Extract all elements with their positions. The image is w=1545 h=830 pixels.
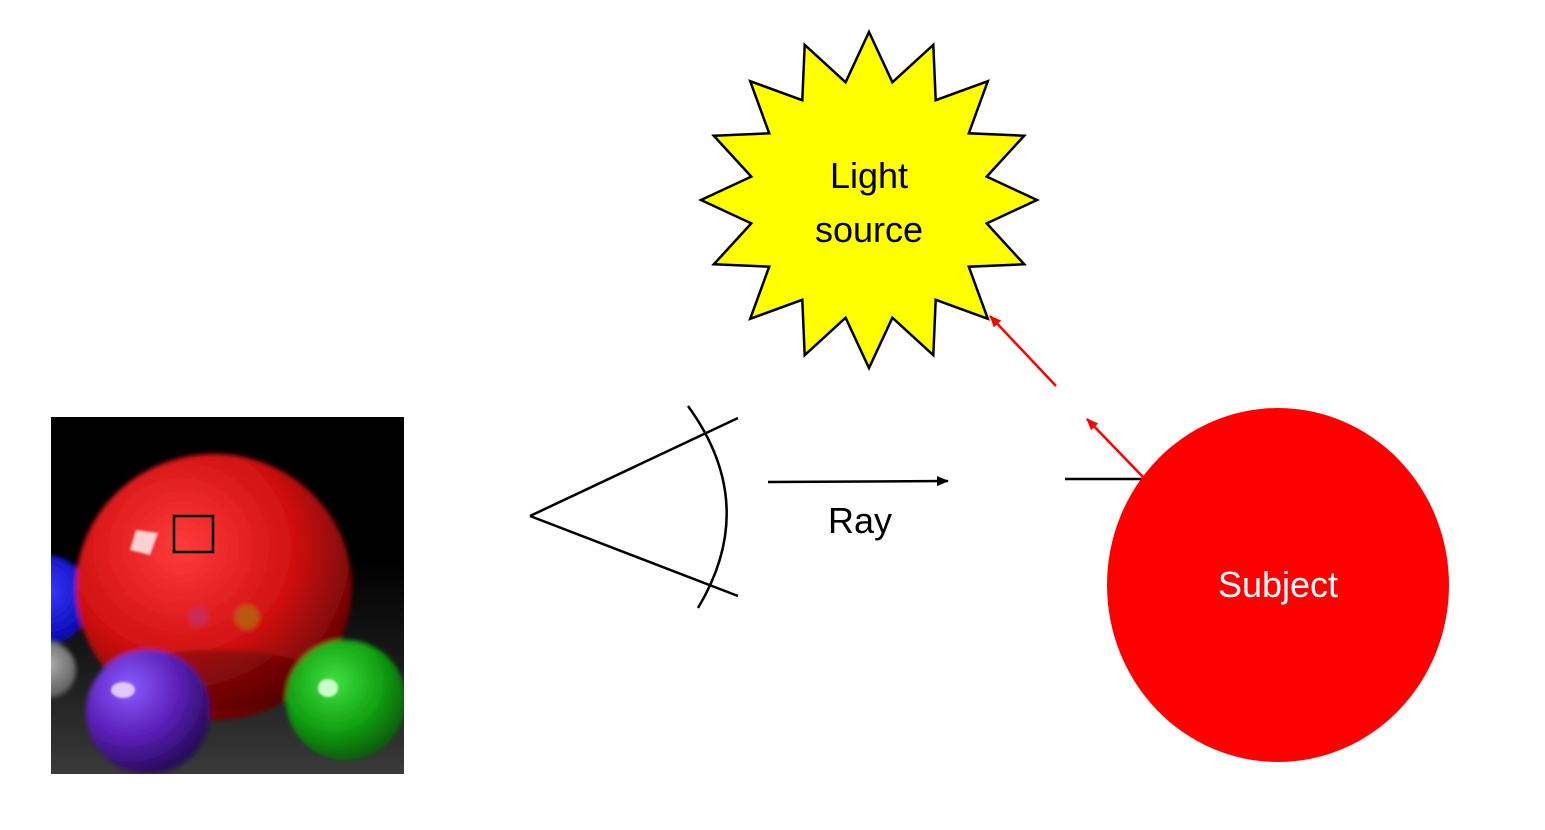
magenta-reflection xyxy=(188,607,208,627)
subject-label: Subject xyxy=(1218,564,1338,605)
green-sphere-highlight xyxy=(318,679,338,697)
orange-reflection xyxy=(235,605,259,629)
shadow-ray-arrow-2 xyxy=(989,315,1057,387)
render-thumbnail xyxy=(51,417,404,774)
grey-sphere xyxy=(51,642,76,698)
ray-label: Ray xyxy=(828,500,892,541)
light-source-label-line2: source xyxy=(815,209,923,250)
ray-arrow xyxy=(767,476,949,487)
purple-sphere xyxy=(86,650,210,774)
shadow-ray-arrow-1 xyxy=(1086,418,1144,478)
subject-circle xyxy=(1107,408,1449,762)
light-source-label-line1: Light xyxy=(830,155,908,196)
blue-sphere xyxy=(51,555,90,645)
light-source-starburst xyxy=(698,29,1040,371)
green-sphere xyxy=(286,640,404,760)
sample-pixel-box xyxy=(172,514,215,554)
eye-icon xyxy=(529,405,739,609)
purple-sphere-highlight xyxy=(111,682,135,698)
red-sphere-highlight xyxy=(130,530,158,555)
